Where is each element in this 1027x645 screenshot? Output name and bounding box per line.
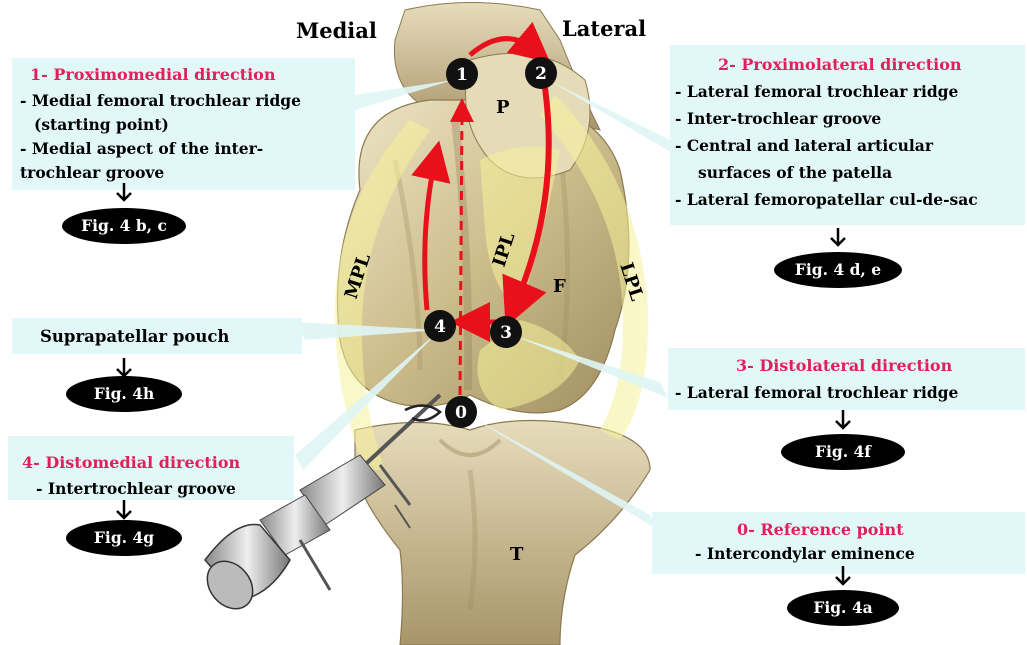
down-arrow-icon [831,228,845,245]
medial-label: Medial [296,18,377,43]
suprapatellar-fig: Fig. 4h [94,384,155,403]
callout-1-title: 1- Proximomedial direction [30,65,276,84]
callout-1-fig: Fig. 4 b, c [81,216,167,235]
callout-4-line-1: - Intertrochlear groove [36,479,236,498]
callout-1-line-1: - Medial femoral trochlear ridge [20,91,301,110]
callout-4-title: 4- Distomedial direction [22,453,241,472]
point-0-label: 0 [455,403,467,423]
callout-1-line-4: trochlear groove [20,163,164,182]
point-1: 1 [446,58,478,90]
point-4: 4 [424,310,456,342]
callout-2-title: 2- Proximolateral direction [718,55,962,74]
callout-0-fig: Fig. 4a [813,598,872,617]
callout-3-line-1: - Lateral femoral trochlear ridge [675,383,959,402]
callout-3-title: 3- Distolateral direction [736,356,953,375]
callout-0-title: 0- Reference point [737,520,904,539]
point-2-label: 2 [535,64,547,84]
down-arrow-icon [836,410,850,428]
point-1-label: 1 [456,65,468,85]
suprapatellar-title: Suprapatellar pouch [40,327,229,346]
callout-0-line-1: - Intercondylar eminence [695,544,915,563]
callout-reference-point: 0- Reference point - Intercondylar emine… [652,512,1025,626]
callout-2-line-2: - Inter-trochlear groove [675,109,881,128]
callout-3-fig: Fig. 4f [815,442,872,461]
lateral-label: Lateral [562,16,646,41]
down-arrow-icon [117,500,131,518]
point-3-label: 3 [500,323,512,343]
patella-label: P [496,97,510,118]
callout-2-line-1: - Lateral femoral trochlear ridge [675,82,959,101]
callout-1-line-3: - Medial aspect of the inter- [20,139,263,158]
callout-2-line-4: surfaces of the patella [698,163,892,182]
callout-proximolateral: 2- Proximolateral direction - Lateral fe… [670,45,1025,288]
callout-2-fig: Fig. 4 d, e [795,260,881,279]
point-3: 3 [490,316,522,348]
callout-distolateral: 3- Distolateral direction - Lateral femo… [668,348,1025,470]
point-2: 2 [525,57,557,89]
tibia-label: T [510,544,524,565]
point-0: 0 [445,396,477,428]
callout-2-line-3: - Central and lateral articular [675,136,934,155]
callout-4-fig: Fig. 4g [94,528,154,547]
callout-2-line-5: - Lateral femoropatellar cul-de-sac [675,190,978,209]
callout-suprapatellar: Suprapatellar pouch Fig. 4h [12,318,302,412]
callout-1-line-2: (starting point) [34,115,169,134]
down-arrow-icon [117,358,131,376]
femur-label: F [553,276,566,297]
point-4-label: 4 [434,317,446,337]
callout-proximomedial: 1- Proximomedial direction - Medial femo… [12,58,355,244]
